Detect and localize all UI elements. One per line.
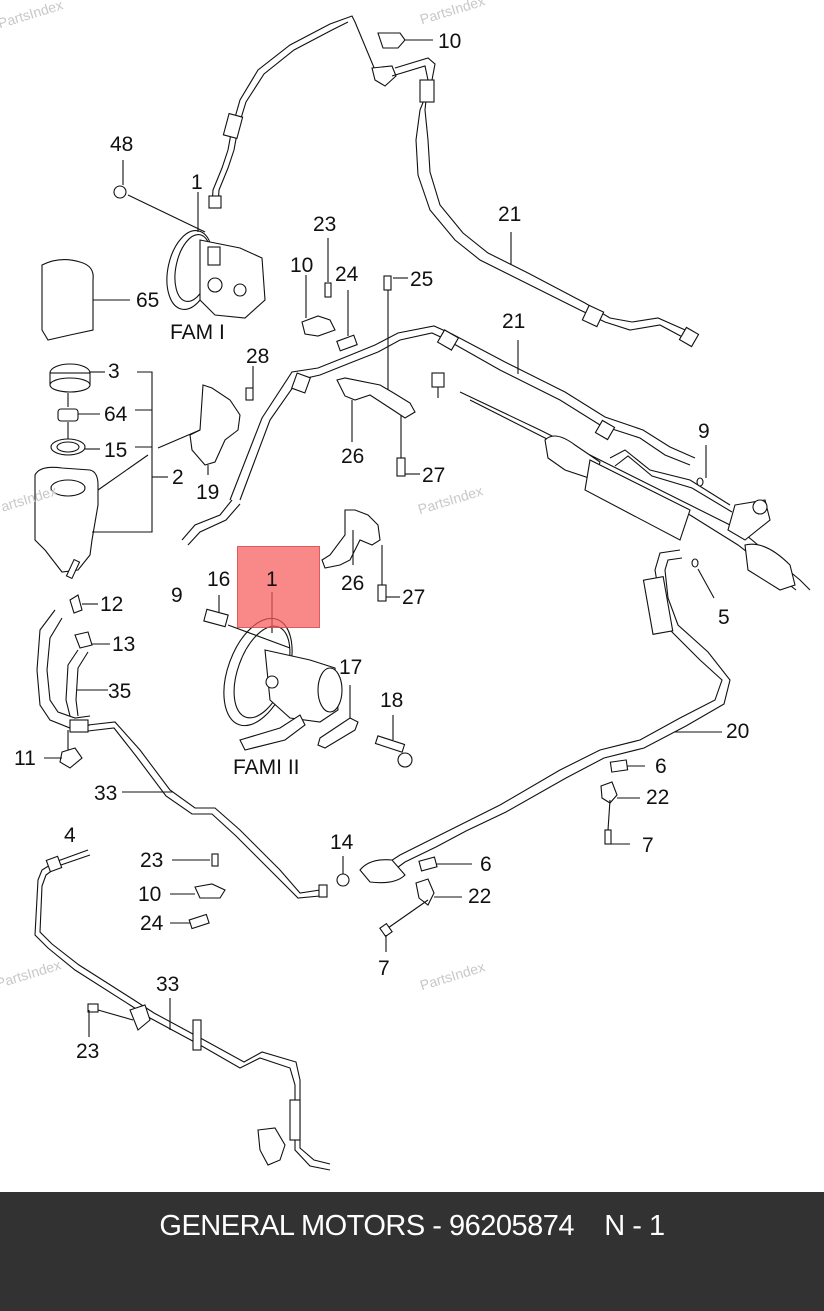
callout-10[interactable]: 10 — [290, 254, 314, 277]
callout-9[interactable]: 9 — [698, 420, 710, 443]
callout-21[interactable]: 21 — [498, 203, 522, 226]
callout-21[interactable]: 21 — [502, 310, 526, 333]
callout-27[interactable]: 27 — [402, 586, 426, 609]
callout-23[interactable]: 23 — [140, 849, 164, 872]
callout-15[interactable]: 15 — [104, 439, 128, 462]
callout-7[interactable]: 7 — [642, 834, 654, 857]
callout-9[interactable]: 9 — [171, 584, 183, 607]
callout-19[interactable]: 19 — [196, 481, 220, 504]
bracket-26-lower — [321, 509, 400, 602]
cover-65 — [41, 259, 130, 341]
callout-1-highlighted[interactable]: 1 — [266, 568, 278, 591]
bracket-26-upper — [336, 377, 420, 477]
bolt-18 — [374, 715, 413, 768]
diagram-lines — [34, 15, 811, 1171]
clamp-set-right — [600, 759, 645, 845]
callout-24[interactable]: 24 — [140, 912, 164, 935]
callout-35[interactable]: 35 — [108, 680, 132, 703]
parts-diagram: PartsIndex PartsIndex PartsIndex PartsIn… — [0, 0, 811, 1171]
callout-10[interactable]: 10 — [438, 30, 462, 53]
callout-3[interactable]: 3 — [108, 360, 120, 383]
clip-group-middle — [301, 238, 408, 390]
hose-top — [208, 15, 376, 209]
callout-12[interactable]: 12 — [100, 593, 124, 616]
footer-bar: GENERAL MOTORS - 96205874 N - 1 — [0, 1192, 824, 1311]
callout-4[interactable]: 4 — [64, 824, 76, 847]
pump-fam1 — [127, 192, 266, 319]
callout-13[interactable]: 13 — [112, 633, 136, 656]
callout-14[interactable]: 14 — [330, 831, 354, 854]
reservoir — [34, 363, 168, 580]
clamp-14 — [336, 856, 350, 887]
callout-5[interactable]: 5 — [718, 606, 730, 629]
callout-24[interactable]: 24 — [335, 263, 359, 286]
group-label-fam1: FAM I — [170, 321, 225, 344]
callout-17[interactable]: 17 — [339, 656, 363, 679]
spare-hardware-group — [170, 853, 226, 930]
line-33-bottom — [34, 849, 331, 1171]
callout-28[interactable]: 28 — [246, 345, 270, 368]
callout-23[interactable]: 23 — [313, 213, 337, 236]
footer-caption: GENERAL MOTORS - 96205874 N - 1 — [159, 1210, 665, 1242]
pump-fam2 — [203, 592, 343, 751]
callout-16[interactable]: 16 — [207, 568, 231, 591]
line-20 — [359, 549, 731, 884]
callout-18[interactable]: 18 — [380, 689, 404, 712]
callout-48[interactable]: 48 — [110, 133, 134, 156]
callout-27[interactable]: 27 — [422, 464, 446, 487]
hose-21-lower — [181, 325, 696, 546]
highlighted-part-marker[interactable] — [237, 546, 320, 628]
nut-48 — [113, 160, 127, 199]
return-hoses — [36, 594, 110, 769]
callout-33[interactable]: 33 — [94, 782, 118, 805]
callout-6[interactable]: 6 — [655, 755, 667, 778]
callout-23[interactable]: 23 — [76, 1040, 100, 1063]
callout-65[interactable]: 65 — [136, 289, 160, 312]
callout-26[interactable]: 26 — [341, 572, 365, 595]
callout-22[interactable]: 22 — [468, 885, 492, 908]
callout-22[interactable]: 22 — [646, 786, 670, 809]
callout-10[interactable]: 10 — [138, 883, 162, 906]
callout-26[interactable]: 26 — [341, 445, 365, 468]
callout-2[interactable]: 2 — [172, 466, 184, 489]
hose-21-upper — [391, 57, 700, 348]
steering-rack — [431, 372, 811, 599]
callout-7[interactable]: 7 — [378, 957, 390, 980]
clamp-set-middle — [379, 856, 472, 952]
clip-10-top — [371, 32, 433, 87]
bracket-19 — [157, 366, 254, 475]
plate-17 — [317, 685, 359, 749]
callout-33[interactable]: 33 — [156, 973, 180, 996]
callout-20[interactable]: 20 — [726, 720, 750, 743]
callout-25[interactable]: 25 — [410, 268, 434, 291]
callout-6[interactable]: 6 — [480, 853, 492, 876]
callout-1[interactable]: 1 — [191, 171, 203, 194]
line-33-middle — [87, 721, 328, 899]
group-label-fam2: FAMI II — [233, 756, 300, 779]
callout-11[interactable]: 11 — [14, 747, 36, 770]
callout-64[interactable]: 64 — [104, 403, 128, 426]
